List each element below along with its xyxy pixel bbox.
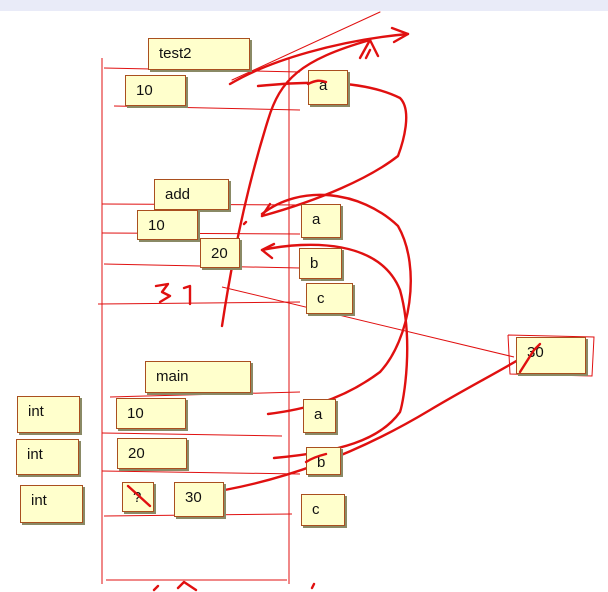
main-value-20: 20 xyxy=(117,438,187,469)
add-var-a: a xyxy=(301,204,341,238)
test2-value-10: 10 xyxy=(125,75,186,106)
main-var-a: a xyxy=(303,399,336,433)
add-value-20: 20 xyxy=(200,238,240,268)
test2-var-a: a xyxy=(308,70,348,105)
arrow-add-b xyxy=(260,243,409,460)
add-var-c: c xyxy=(306,283,353,314)
main-type-int-a: int xyxy=(17,396,80,433)
main-value-30: 30 xyxy=(174,482,224,517)
main-type-int-b: int xyxy=(16,439,79,475)
frame-label-main: main xyxy=(145,361,251,393)
frame-label-add: add xyxy=(154,179,229,210)
add-value-10: 10 xyxy=(137,210,198,240)
main-type-int-c: int xyxy=(20,485,83,523)
pointer-line xyxy=(221,286,515,358)
main-value-10: 10 xyxy=(116,398,186,429)
main-var-c: c xyxy=(301,494,345,526)
frame-label-test2: test2 xyxy=(148,38,250,70)
window-top-strip: .. xyxy=(0,0,608,11)
add-var-b: b xyxy=(299,248,342,279)
heap-outline xyxy=(507,334,595,377)
handwritten-31 xyxy=(154,282,192,306)
arrow-return-up xyxy=(220,38,372,328)
arrow-to-test2 xyxy=(228,32,410,86)
arrow-c-to-heap xyxy=(198,346,540,496)
heap-value-30: 30 xyxy=(516,337,586,374)
menu-stub: .. xyxy=(62,0,72,3)
